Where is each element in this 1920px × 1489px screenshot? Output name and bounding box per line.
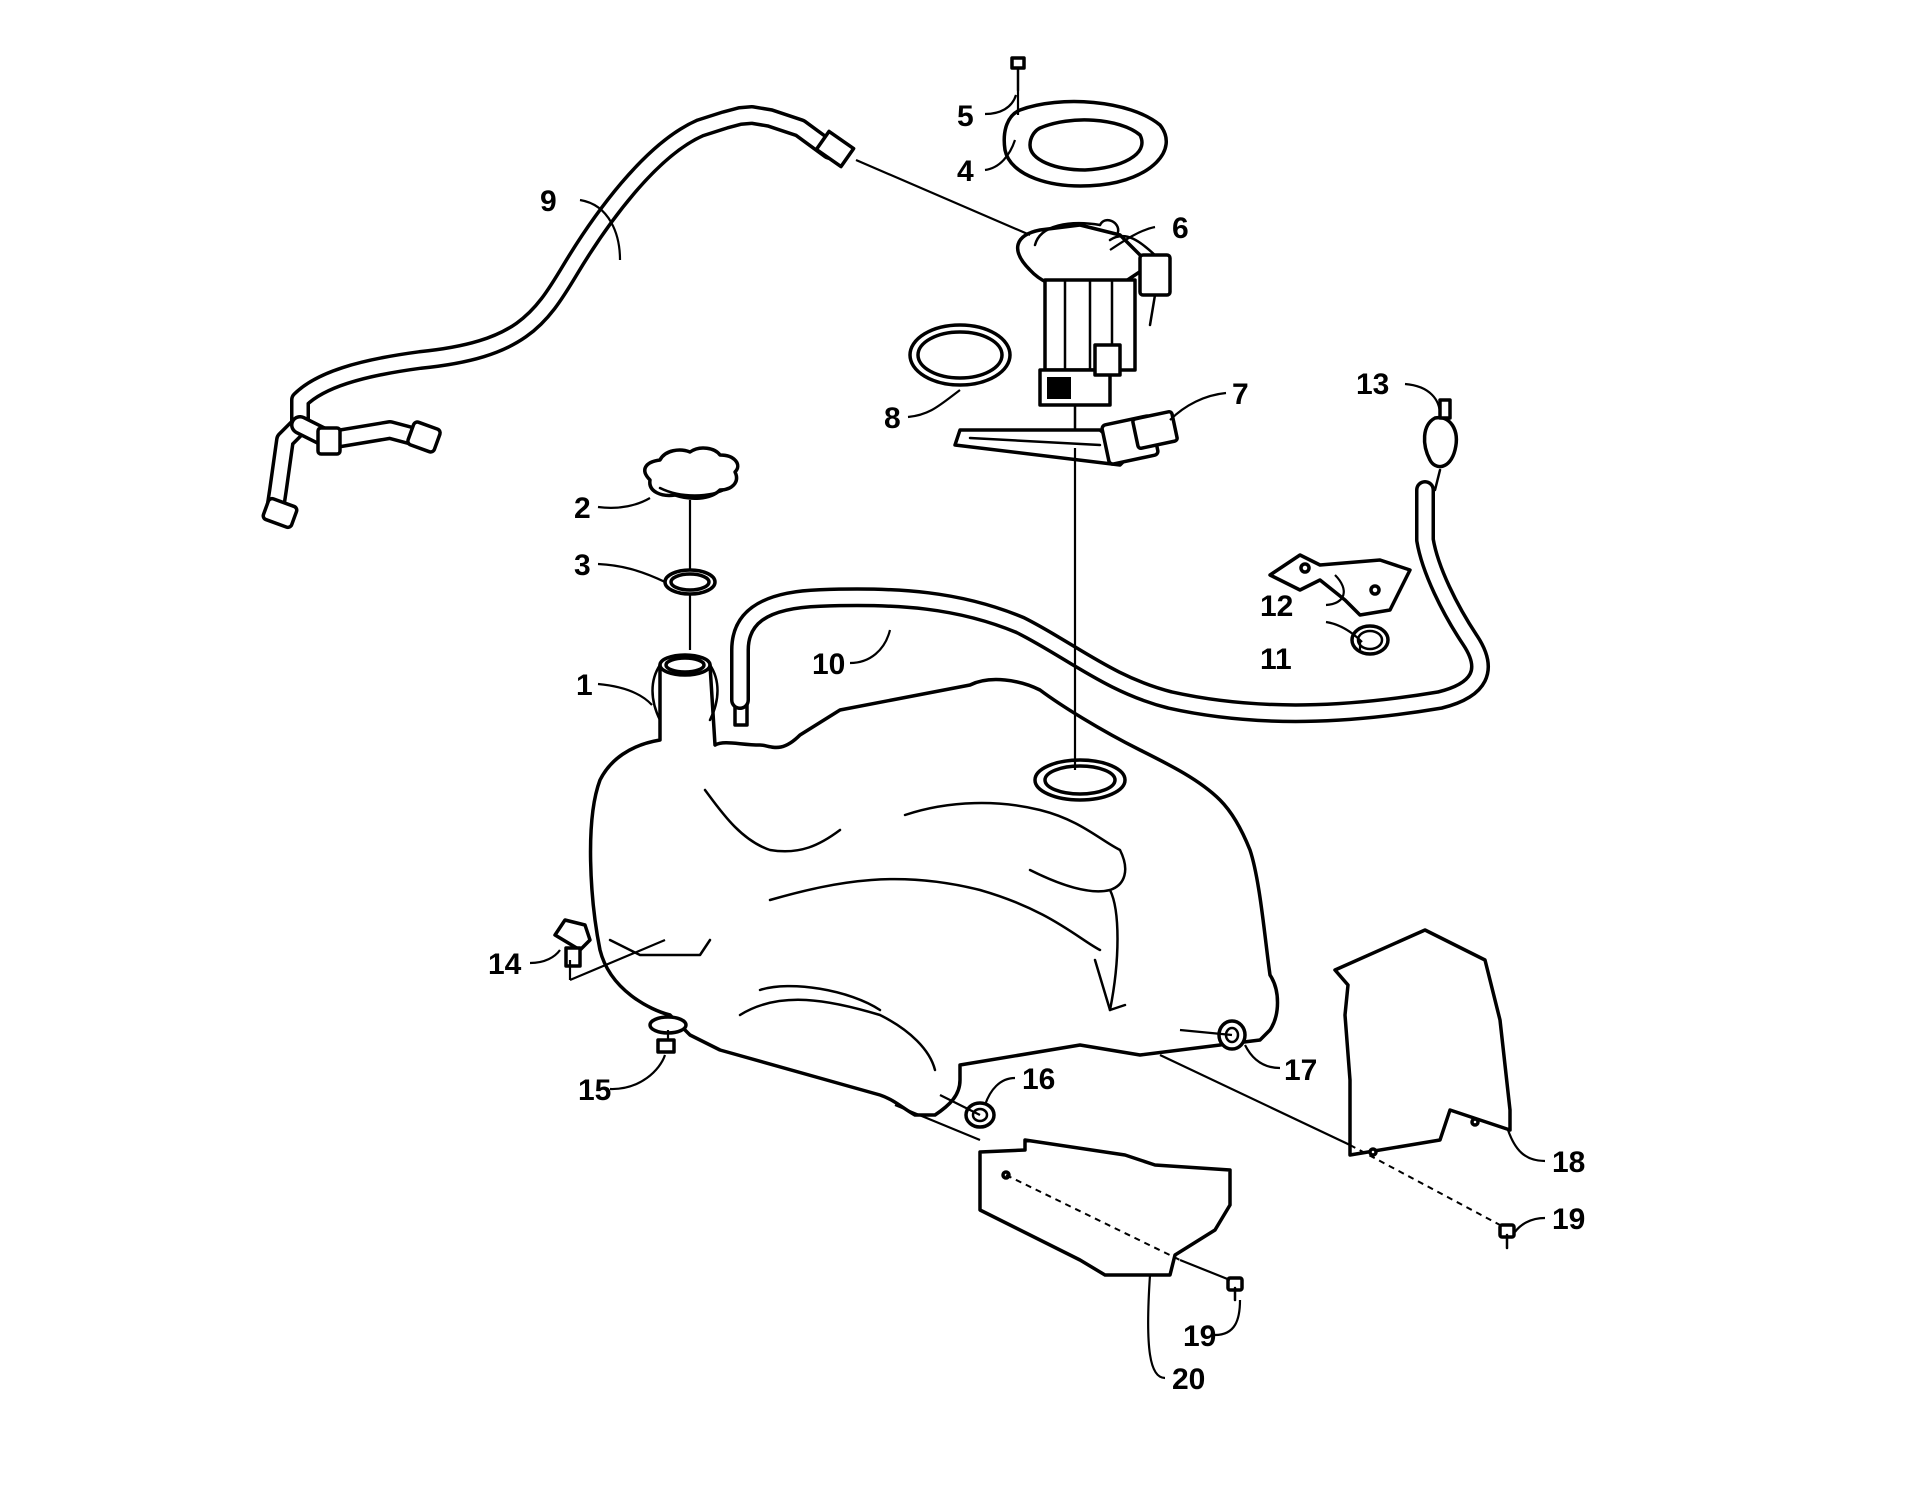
hose-bracket xyxy=(1268,553,1412,617)
callout-19-right: 19 xyxy=(1552,1203,1585,1236)
callout-2: 2 xyxy=(574,492,591,525)
rollover-valve xyxy=(1422,398,1458,492)
level-sender xyxy=(953,409,1179,467)
callout-4: 4 xyxy=(957,155,974,188)
callout-18: 18 xyxy=(1552,1146,1585,1179)
assembly-lines xyxy=(568,90,1501,1282)
callout-15: 15 xyxy=(578,1074,611,1107)
callout-labels: 1 2 3 4 5 6 7 8 9 10 11 12 13 14 15 16 1… xyxy=(488,100,1585,1396)
callout-14: 14 xyxy=(488,948,522,981)
fuel-pump-module xyxy=(1015,218,1172,447)
callout-8: 8 xyxy=(884,402,901,435)
callout-7: 7 xyxy=(1232,378,1249,411)
heat-shield-right xyxy=(1333,928,1512,1157)
callout-20: 20 xyxy=(1172,1363,1205,1396)
pump-screw xyxy=(1010,56,1026,92)
callout-6: 6 xyxy=(1172,212,1189,245)
callout-13: 13 xyxy=(1356,368,1389,401)
callout-1: 1 xyxy=(576,669,593,702)
callout-12: 12 xyxy=(1260,590,1293,623)
grommet-nut xyxy=(656,1038,676,1054)
heat-shield-lower xyxy=(978,1138,1232,1277)
pump-oring xyxy=(908,323,1012,387)
pump-flange xyxy=(1002,99,1168,188)
cap-gasket xyxy=(663,568,717,596)
callout-9: 9 xyxy=(540,185,557,218)
callout-11: 11 xyxy=(1260,643,1292,676)
callout-17: 17 xyxy=(1284,1054,1317,1087)
callout-5: 5 xyxy=(957,100,974,133)
hose-clamp xyxy=(1350,624,1390,656)
callout-19-lower: 19 xyxy=(1183,1320,1216,1353)
callout-leaders xyxy=(529,94,1546,1380)
fuel-tank xyxy=(588,653,1280,1117)
callout-16: 16 xyxy=(1022,1063,1055,1096)
filler-cap xyxy=(643,446,740,501)
shield-screw-lower xyxy=(1226,1276,1244,1302)
push-rivet xyxy=(553,918,592,968)
vent-hose xyxy=(261,105,856,530)
callout-10: 10 xyxy=(812,648,845,681)
shield-screw-right xyxy=(1498,1223,1516,1250)
breather-hose xyxy=(730,480,1490,724)
callout-3: 3 xyxy=(574,549,591,582)
